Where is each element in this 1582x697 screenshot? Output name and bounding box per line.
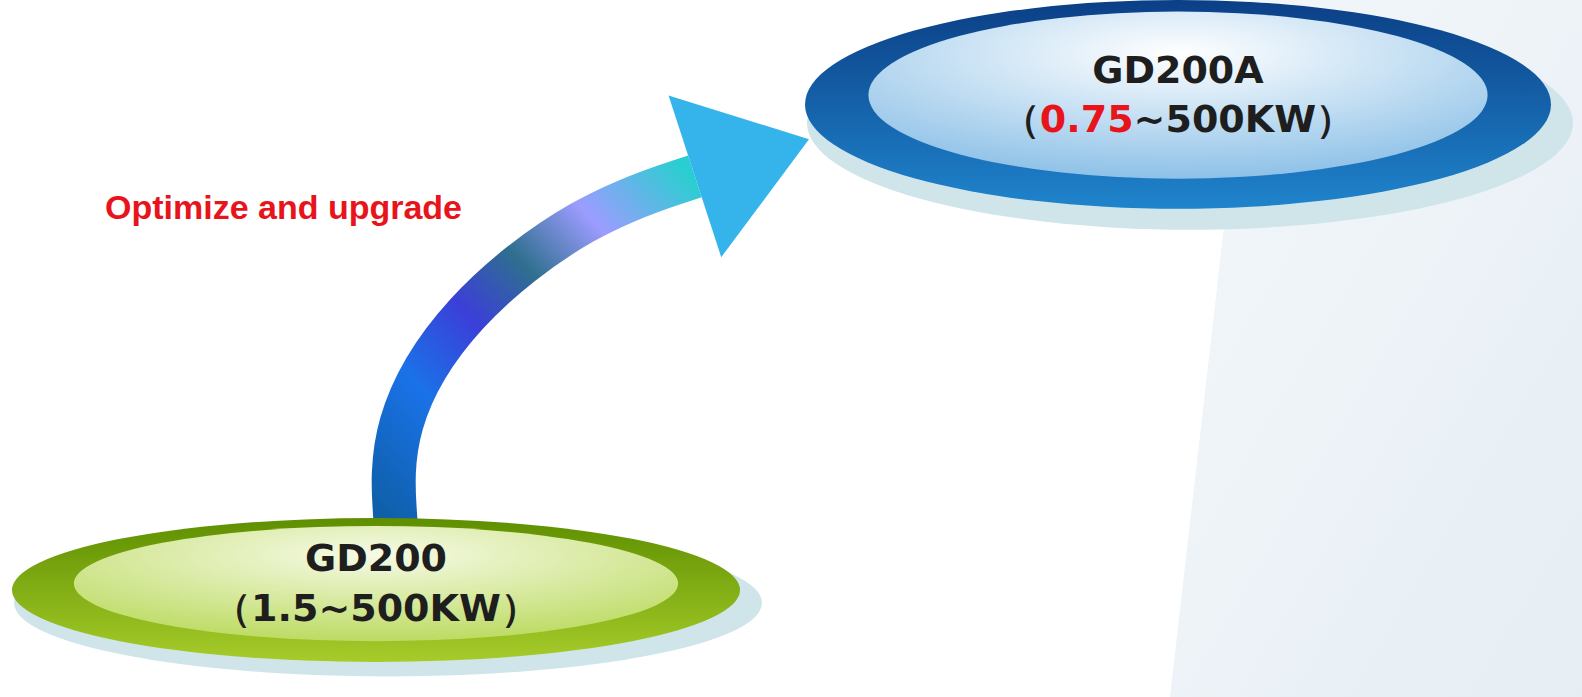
upgrade-arrow xyxy=(394,96,809,522)
text-part: ~500KW） xyxy=(1134,97,1355,141)
inner-ellipse xyxy=(74,526,678,641)
model-name: GD200A xyxy=(1092,46,1263,95)
highlight-number: 0.75 xyxy=(1040,97,1134,141)
edge-label: Optimize and upgrade xyxy=(105,188,462,227)
power-range: （1.5~500KW） xyxy=(213,584,539,633)
product-ellipse: GD200（1.5~500KW） xyxy=(12,518,764,678)
inner-ellipse xyxy=(868,12,1487,179)
node-text-group: GD200（1.5~500KW） xyxy=(74,526,678,641)
text-part: （ xyxy=(1002,97,1040,141)
power-range: （0.75~500KW） xyxy=(1002,95,1354,144)
node-text-group: GD200A（0.75~500KW） xyxy=(868,12,1487,179)
outer-ellipse xyxy=(12,518,740,662)
product-ellipse: GD200A（0.75~500KW） xyxy=(805,0,1575,232)
arrow-head xyxy=(669,96,809,258)
arrow-shaft xyxy=(394,176,695,522)
outer-ellipse xyxy=(805,0,1551,209)
model-name: GD200 xyxy=(305,534,447,583)
